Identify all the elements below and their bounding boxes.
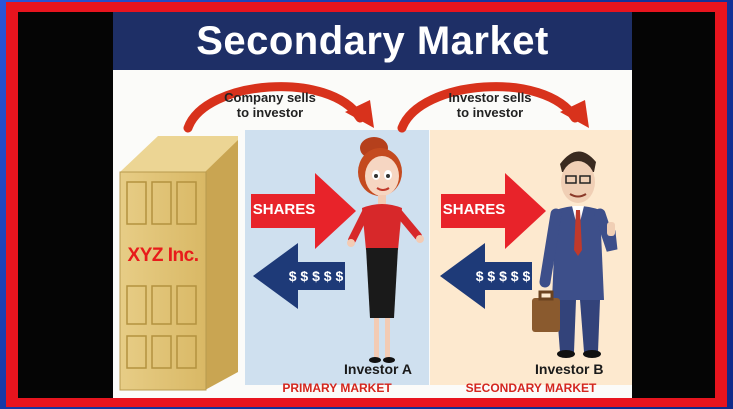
flow-caption-1-line1: Company sells xyxy=(224,90,316,105)
shares-label-primary: SHARES xyxy=(252,201,316,218)
shares-label-secondary: SHARES xyxy=(442,201,506,218)
shares-arrow-primary xyxy=(251,173,356,249)
money-arrow-secondary xyxy=(440,243,532,309)
investor-a-figure xyxy=(347,137,424,363)
flow-arc-1 xyxy=(183,82,374,133)
primary-market-label: PRIMARY MARKET xyxy=(282,381,392,395)
secondary-market-label: SECONDARY MARKET xyxy=(465,381,597,395)
shares-arrow-secondary xyxy=(441,173,546,249)
flow-caption-2-line1: Investor sells xyxy=(448,90,532,105)
money-label-secondary: $ $ $ $ $ xyxy=(475,268,531,284)
investor-b-figure xyxy=(532,151,618,358)
flow-caption-1-line2: to investor xyxy=(236,105,304,120)
building-icon xyxy=(119,136,238,391)
flow-arc-2 xyxy=(397,82,589,133)
money-label-primary: $ $ $ $ $ xyxy=(288,268,344,284)
flow-caption-2-line2: to investor xyxy=(456,105,524,120)
investor-a-label: Investor A xyxy=(344,361,412,377)
investor-b-label: Investor B xyxy=(535,361,604,377)
briefcase-icon xyxy=(532,290,560,332)
flow-caption-2: Investor sells to investor xyxy=(425,90,555,120)
title-bar xyxy=(113,12,632,70)
slide-title: Secondary Market xyxy=(196,19,549,63)
money-arrow-primary xyxy=(253,243,345,309)
flow-caption-1: Company sells to investor xyxy=(205,90,335,120)
company-name: XYZ Inc. xyxy=(127,245,199,266)
